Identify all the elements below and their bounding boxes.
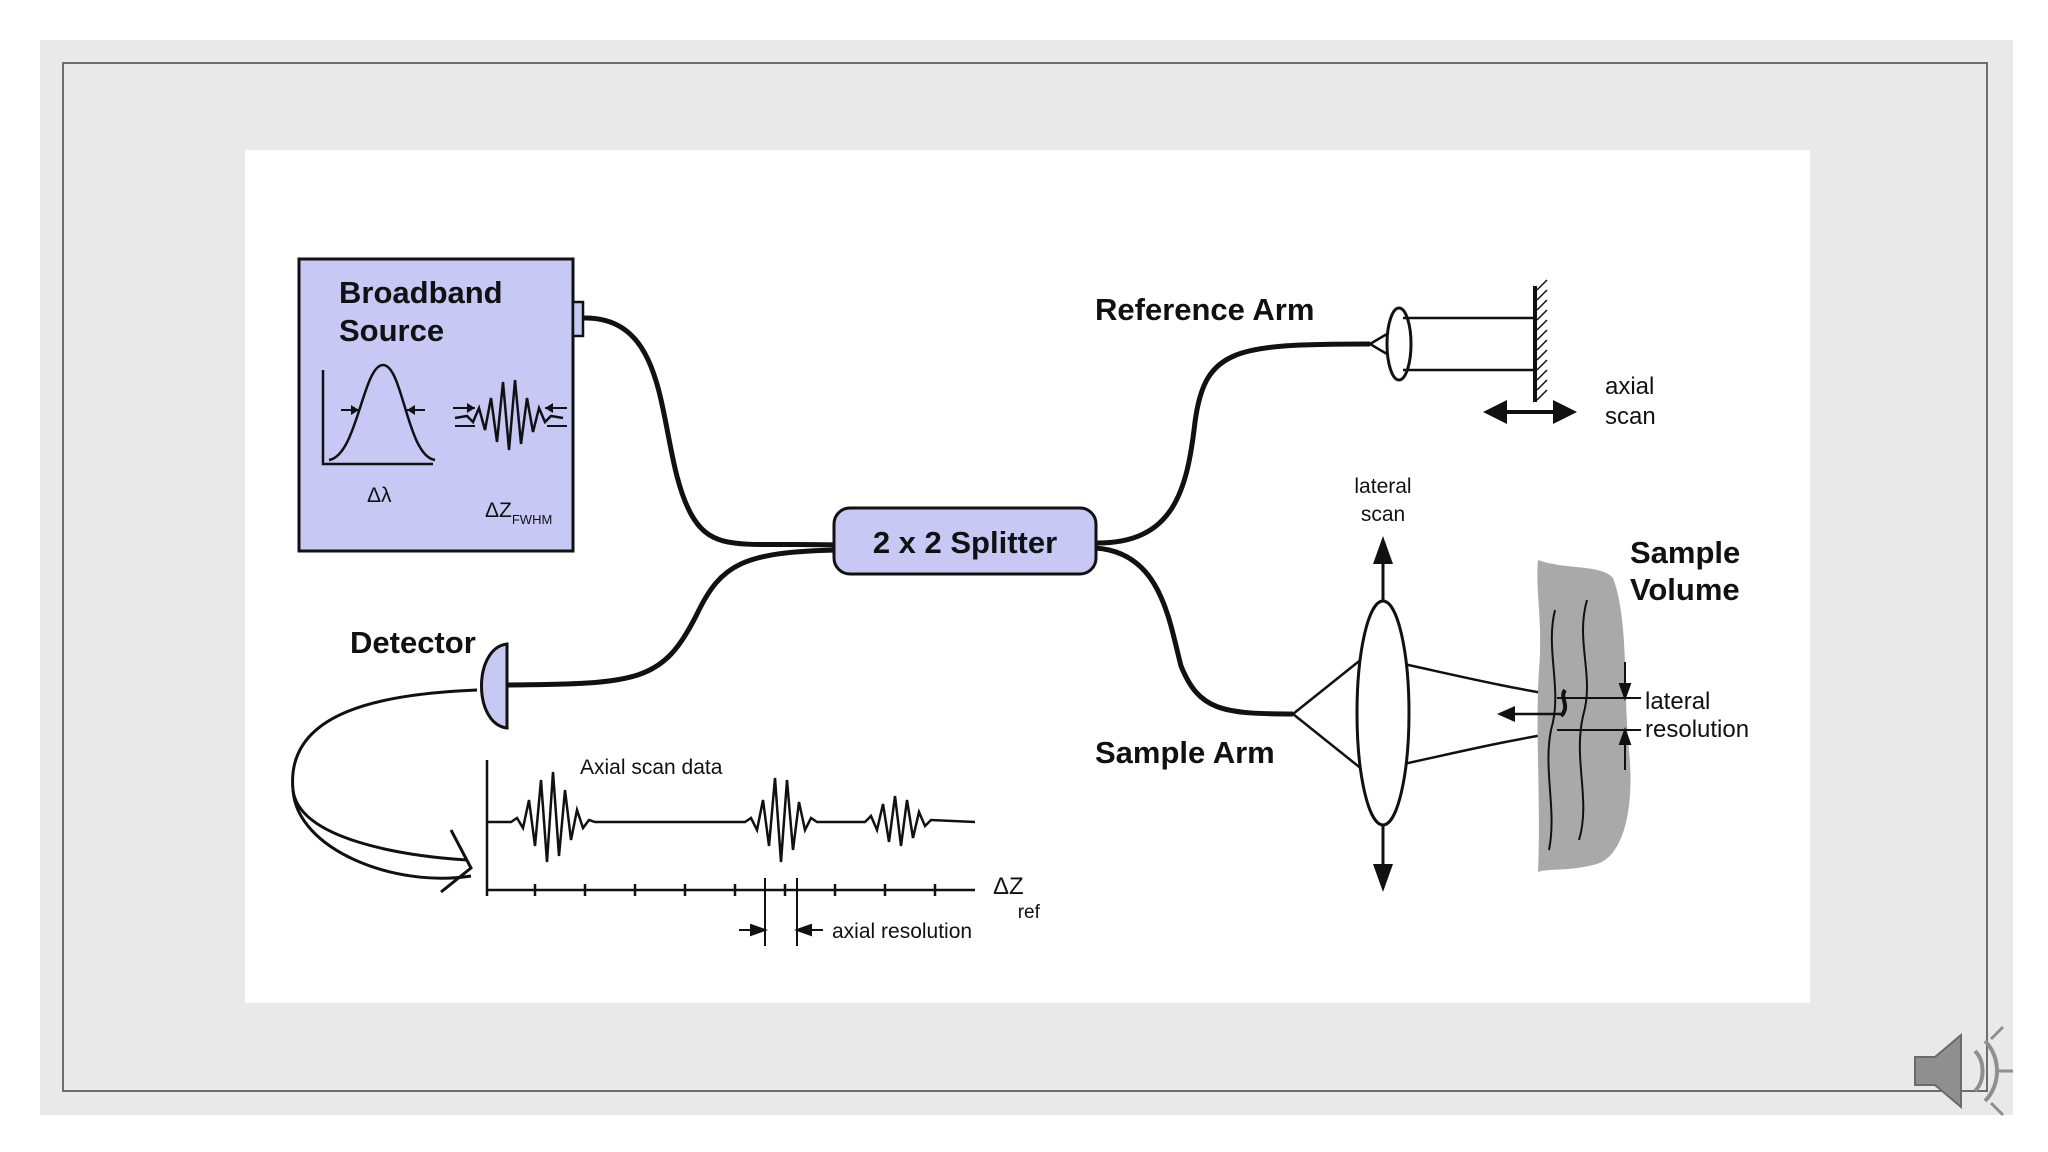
axial-scan-data-plot <box>485 760 976 896</box>
sample-volume-label-line1: Sample <box>1630 535 1740 570</box>
reference-arm-optics <box>1367 286 1537 402</box>
reference-mirror-hatch <box>1536 279 1548 401</box>
axial-scan-data-label: Axial scan data <box>580 756 723 779</box>
optical-fibers <box>506 315 1371 717</box>
source-wave-packet-icon <box>453 379 567 451</box>
source-label-line1: Broadband <box>339 275 503 310</box>
lateral-resolution-label-line2: resolution <box>1645 716 1749 743</box>
detector-icon <box>480 642 509 730</box>
axial-resolution-marker <box>739 878 823 946</box>
axial-scan-label-line2: scan <box>1605 403 1656 430</box>
slide-border <box>62 62 1988 1092</box>
splitter-label: 2 x 2 Splitter <box>873 525 1057 560</box>
lateral-scan-arrow <box>1373 536 1393 892</box>
lateral-scan-label-line1: lateral <box>1354 475 1411 498</box>
source-label-line2: Source <box>339 313 444 348</box>
speaker-button[interactable] <box>1905 1015 2015 1125</box>
sample-arm-label: Sample Arm <box>1095 735 1275 770</box>
axial-resolution-label: axial resolution <box>832 920 972 943</box>
sample-volume-label-line2: Volume <box>1630 572 1740 607</box>
axial-scan-arrow <box>1483 400 1577 424</box>
lateral-resolution-marker <box>1557 662 1641 770</box>
splitter: 2 x 2 Splitter <box>832 506 1098 576</box>
axial-scan-label-line1: axial <box>1605 373 1654 400</box>
detector-label: Detector <box>350 625 476 660</box>
detector-output-arrow <box>291 688 478 894</box>
sample-volume-tissue <box>1537 560 1631 872</box>
speaker-icon <box>1914 1025 2013 1117</box>
delta-z-fwhm-label: ΔZFWHM <box>485 499 552 527</box>
backscatter-arrow <box>1497 706 1565 722</box>
lateral-scan-label-line2: scan <box>1361 503 1405 526</box>
oct-diagram: Broadband Source Δλ ΔZFWHM <box>291 257 1749 946</box>
source-spectrum-icon <box>321 363 436 466</box>
reference-arm-label: Reference Arm <box>1095 292 1314 327</box>
delta-lambda-label: Δλ <box>367 484 392 507</box>
lateral-resolution-label-line1: lateral <box>1645 688 1710 715</box>
broadband-source-box: Broadband Source Δλ ΔZFWHM <box>297 257 585 553</box>
oct-diagram-panel: Broadband Source Δλ ΔZFWHM <box>245 150 1810 1003</box>
